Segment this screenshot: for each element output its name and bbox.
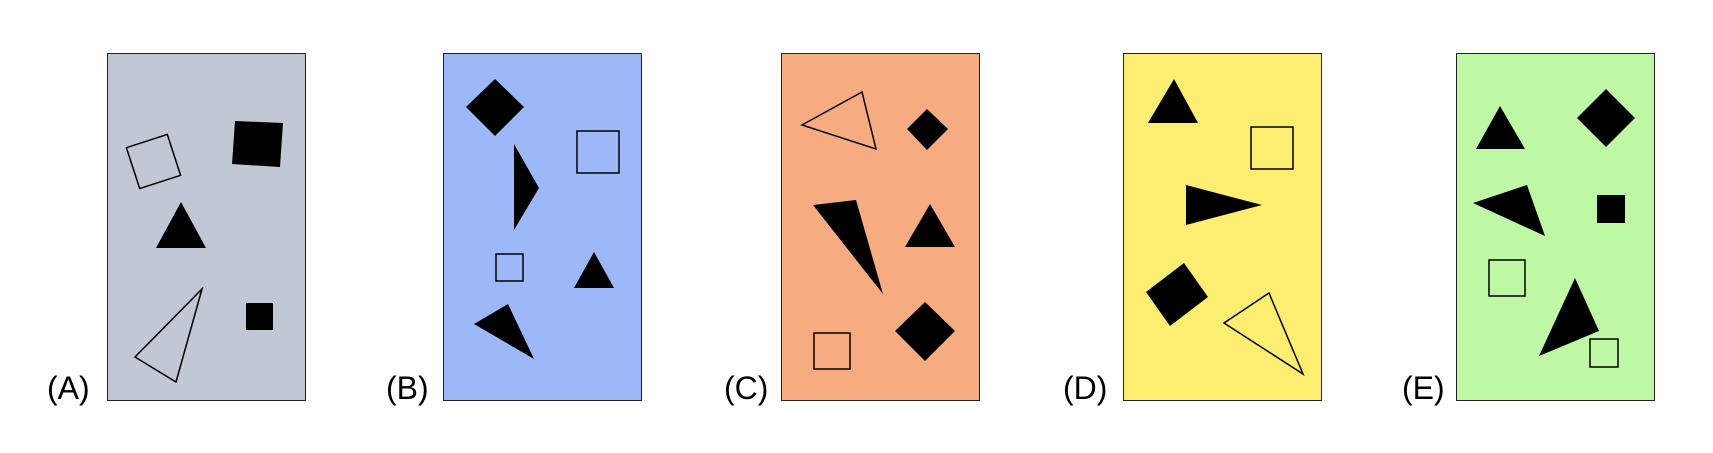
panel-e [1456,53,1655,401]
outline-square [1488,259,1526,297]
outline-triangle [133,286,204,384]
filled-triangle [1473,185,1545,236]
panel-label-a: (A) [47,370,90,406]
filled-diamond [907,109,948,150]
outline-triangle [800,90,878,151]
filled-triangle [1539,278,1599,356]
filled-triangle [156,202,206,248]
panel-a [107,53,306,401]
filled-triangle [813,200,883,294]
filled-triangle [1148,79,1198,123]
outline-square [813,332,851,370]
filled-triangle [905,204,955,247]
filled-diamond [466,79,524,136]
panel-label-c: (C) [724,370,769,406]
panel-label-b: (B) [386,370,429,406]
filled-diamond [1577,89,1635,147]
outline-square [125,133,182,190]
panel-label-d: (D) [1063,370,1108,406]
panel-label-e: (E) [1402,370,1445,406]
filled-square [246,303,273,330]
filled-square [1597,195,1625,223]
outline-square [495,253,524,282]
filled-triangle [514,144,539,230]
outline-triangle [1222,291,1305,376]
panel-d [1123,53,1322,401]
filled-triangle [1476,106,1525,149]
outline-square [1250,126,1294,170]
filled-triangle [474,304,534,359]
filled-triangle [574,252,614,288]
filled-square [1146,263,1208,326]
filled-diamond [895,302,955,361]
panel-c [781,53,980,401]
filled-triangle [1186,185,1262,225]
panel-b [443,53,642,401]
outline-square [576,130,620,174]
outline-square [1589,338,1619,368]
filled-square [232,121,283,167]
